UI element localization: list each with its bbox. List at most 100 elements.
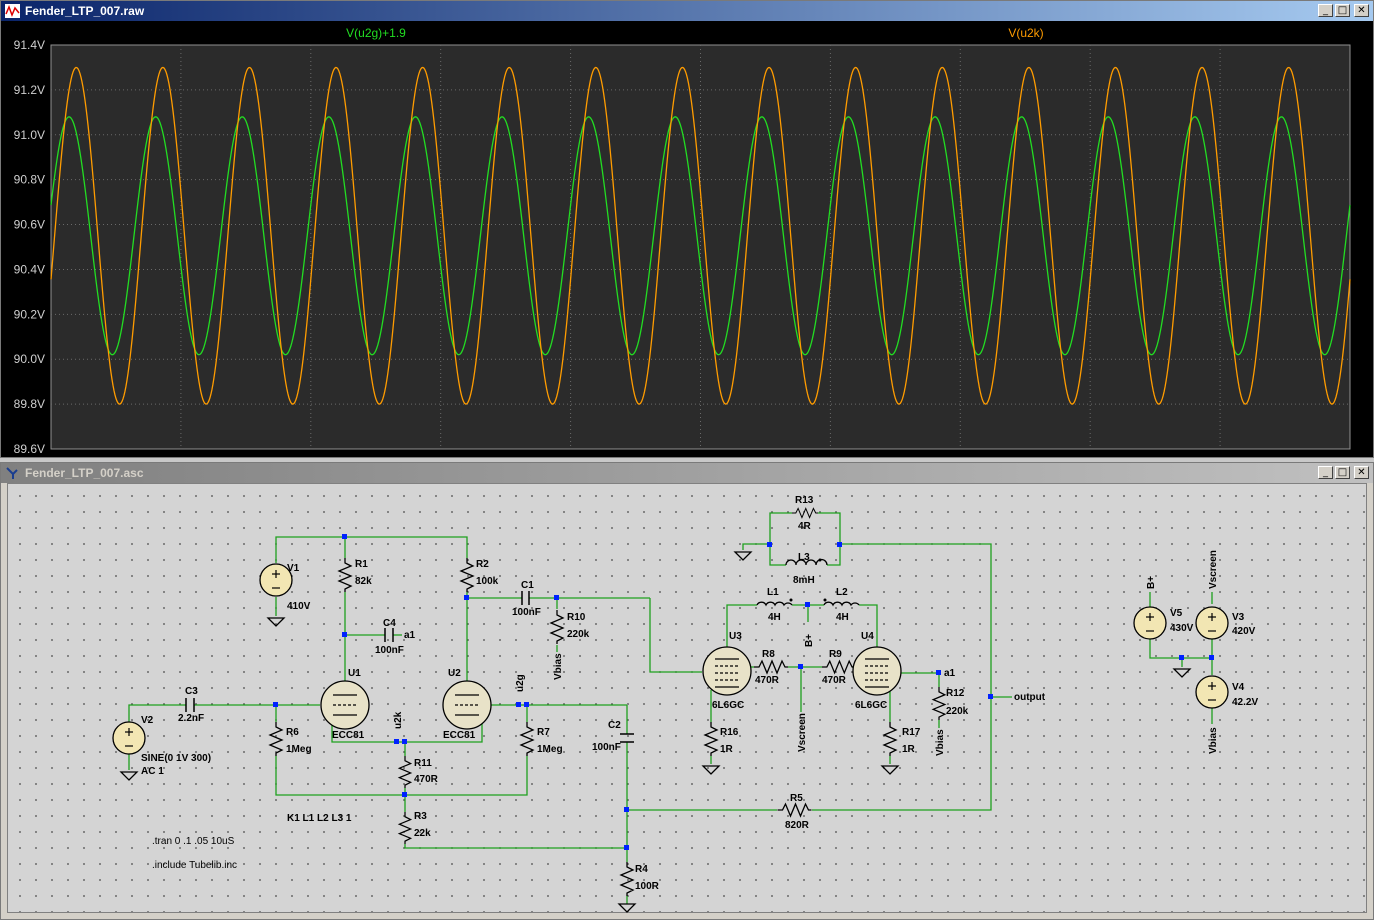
- plot-window-title: Fender_LTP_007.raw: [25, 4, 145, 18]
- label-r4-value: 100R: [635, 881, 660, 892]
- net-label-vscreen: Vscreen: [797, 713, 808, 752]
- label-r8-value: 470R: [755, 675, 780, 686]
- y-tick-label: 90.6V: [14, 218, 45, 232]
- resistor-r11-symbol[interactable]: [398, 755, 412, 789]
- resistor-r6-symbol[interactable]: [269, 721, 283, 757]
- label-r17-value: 1R: [902, 744, 916, 755]
- label-v3-value: 420V: [1232, 626, 1256, 637]
- label-r2-value: 100k: [476, 576, 499, 587]
- label-r12-value: 220k: [946, 706, 969, 717]
- label-r1-ref: R1: [355, 559, 368, 570]
- ground-icon: [267, 617, 285, 627]
- inductor-dots: [789, 558, 827, 602]
- label-c2-value: 100nF: [592, 742, 621, 753]
- series-line-0[interactable]: [50, 116, 1351, 356]
- label-v4-value: 42.2V: [1232, 697, 1258, 708]
- legend-entry[interactable]: V(u2g)+1.9: [346, 26, 406, 40]
- label-r6-value: 1Meg: [286, 744, 312, 755]
- label-c2-ref: C2: [608, 720, 621, 731]
- label-r6-ref: R6: [286, 727, 299, 738]
- label-r11-value: 470R: [414, 774, 439, 785]
- net-label-bplus: B+: [804, 634, 815, 647]
- y-tick-label: 90.4V: [14, 262, 45, 276]
- resistor-r12-symbol[interactable]: [932, 686, 946, 721]
- close-button[interactable]: ✕: [1354, 4, 1369, 17]
- resistor-r9-symbol[interactable]: [821, 660, 856, 674]
- capacitor-symbols: [185, 591, 634, 743]
- resistor-r2-symbol[interactable]: [460, 557, 474, 593]
- label-r8-ref: R8: [762, 649, 775, 660]
- label-r13-ref: R13: [795, 495, 814, 506]
- label-r10-ref: R10: [567, 612, 586, 623]
- schematic-drawing[interactable]: R13 4R L3 8mH L1 4H L2 4H V1 410V R1 82k…: [2, 484, 1362, 914]
- label-l3-value: 8mH: [793, 575, 815, 586]
- spice-directive-coupling: K1 L1 L2 L3 1: [287, 813, 352, 824]
- label-l2-ref: L2: [836, 587, 848, 598]
- resistor-r4-symbol[interactable]: [620, 861, 634, 897]
- label-u3-ref: U3: [729, 631, 742, 642]
- ground-icon: [1173, 668, 1191, 678]
- label-r9-value: 470R: [822, 675, 847, 686]
- label-r9-ref: R9: [829, 649, 842, 660]
- resistor-r1-symbol[interactable]: [338, 557, 352, 593]
- y-tick-label: 90.0V: [14, 352, 45, 366]
- close-button[interactable]: ✕: [1354, 466, 1369, 479]
- schematic-window[interactable]: Fender_LTP_007.asc _ □ ✕: [0, 462, 1374, 920]
- label-v1-ref: V1: [287, 563, 300, 574]
- schematic-titlebar[interactable]: Fender_LTP_007.asc _ □ ✕: [1, 463, 1373, 483]
- label-u3-value: 6L6GC: [712, 700, 744, 711]
- y-tick-label: 90.2V: [14, 307, 45, 321]
- maximize-button[interactable]: □: [1335, 466, 1350, 479]
- y-tick-label: 89.6V: [14, 442, 45, 456]
- waveform-chart[interactable]: 91.4V91.2V91.0V90.8V90.6V90.4V90.2V90.0V…: [1, 21, 1373, 457]
- tube-internals: [333, 658, 889, 716]
- resistor-r7-symbol[interactable]: [520, 721, 534, 757]
- spice-directive-tran: .tran 0 .1 .05 10uS: [152, 836, 235, 847]
- maximize-button[interactable]: □: [1335, 4, 1350, 17]
- voltage-source-symbols: [112, 563, 1229, 755]
- series-line-1[interactable]: [50, 66, 1351, 405]
- label-l2-value: 4H: [836, 612, 849, 623]
- resistor-r16-symbol[interactable]: [704, 721, 718, 757]
- legend-entry[interactable]: V(u2k): [1008, 26, 1043, 40]
- label-r4-ref: R4: [635, 864, 648, 875]
- label-c3-value: 2.2nF: [178, 713, 204, 724]
- resistor-r3-symbol[interactable]: [398, 811, 412, 845]
- schematic-canvas[interactable]: R13 4R L3 8mH L1 4H L2 4H V1 410V R1 82k…: [7, 483, 1367, 913]
- label-r2-ref: R2: [476, 559, 489, 570]
- label-u2-value: ECC81: [443, 730, 476, 741]
- minimize-button[interactable]: _: [1318, 466, 1333, 479]
- label-v2-ac: AC 1: [141, 766, 164, 777]
- net-label-u2k: u2k: [393, 711, 404, 729]
- label-v2-ref: V2: [141, 715, 154, 726]
- label-c1-value: 100nF: [512, 607, 541, 618]
- label-r11-ref: R11: [414, 758, 432, 769]
- resistor-r13-symbol[interactable]: [791, 507, 819, 519]
- label-v2-value: SINE(0 1V 300): [141, 753, 211, 764]
- y-tick-label: 91.0V: [14, 128, 45, 142]
- label-c1-ref: C1: [521, 580, 534, 591]
- plot-titlebar[interactable]: Fender_LTP_007.raw _ □ ✕: [1, 1, 1373, 21]
- ground-icon: [734, 551, 752, 561]
- net-label-vbias: Vbias: [553, 653, 564, 680]
- label-c4-ref: C4: [383, 618, 396, 629]
- resistor-r10-symbol[interactable]: [550, 609, 564, 645]
- net-label-a1: a1: [404, 630, 416, 641]
- minimize-button[interactable]: _: [1318, 4, 1333, 17]
- label-r3-ref: R3: [414, 811, 427, 822]
- label-l3-ref: L3: [798, 552, 810, 563]
- label-v4-ref: V4: [1232, 682, 1245, 693]
- resistor-r8-symbol[interactable]: [753, 660, 789, 674]
- tube-symbols: [320, 646, 902, 730]
- resistor-r17-symbol[interactable]: [883, 721, 897, 757]
- label-c3-ref: C3: [185, 686, 198, 697]
- ground-icon: [881, 765, 899, 775]
- label-r13-value: 4R: [798, 521, 812, 532]
- resistor-r5-symbol[interactable]: [776, 803, 813, 817]
- schematic-window-title: Fender_LTP_007.asc: [25, 466, 144, 480]
- ground-icon: [702, 765, 720, 775]
- voltage-source-marks: [125, 570, 1216, 747]
- label-v5-ref: V5: [1170, 608, 1183, 619]
